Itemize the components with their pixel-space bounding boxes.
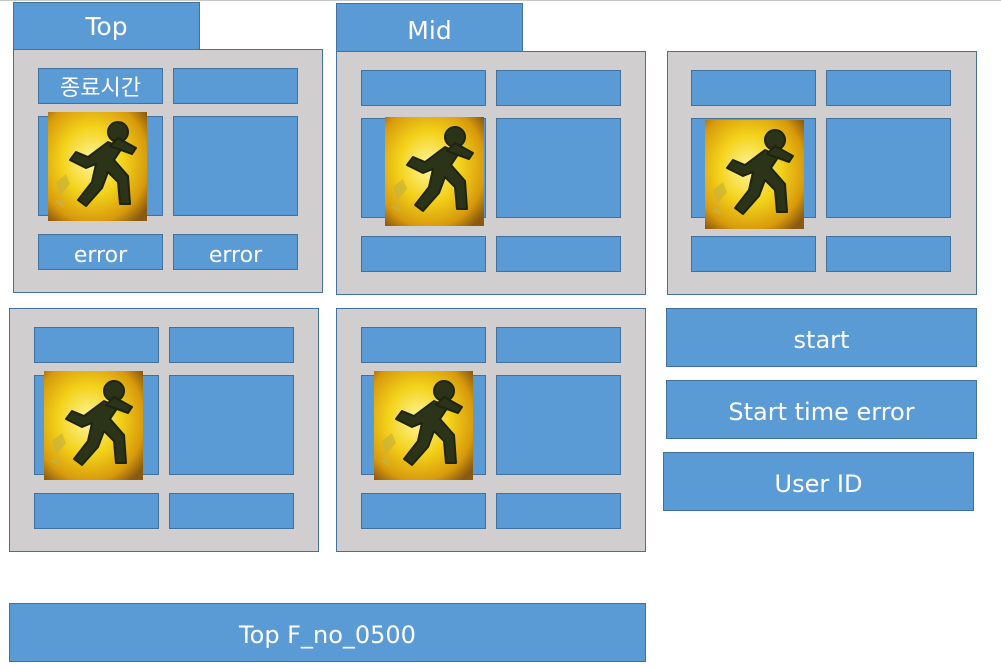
bl-cell-4 [169,493,294,529]
right-cell-3 [691,236,816,272]
right-cell-2 [826,70,951,106]
right-info-slot [826,118,951,218]
right-cell-4 [826,236,951,272]
bm-cell-1 [361,327,486,363]
bm-cell-4 [496,493,621,529]
running-figure-icon [44,371,143,480]
error-value-left: error [38,234,163,270]
status-bar[interactable]: Top F_no_0500 [9,603,646,662]
info-slot [173,116,298,216]
end-time-value [173,68,298,104]
bm-cell-3 [361,493,486,529]
panel-right [667,51,977,295]
running-figure-icon [385,117,484,226]
mid-cell-3 [361,236,486,272]
top-divider [0,0,1001,1]
panel-mid [336,51,646,295]
mid-cell-2 [496,70,621,106]
bl-cell-3 [34,493,159,529]
bm-cell-2 [496,327,621,363]
running-figure-icon [374,371,473,480]
bm-info-slot [496,375,621,475]
error-value-right: error [173,234,298,270]
start-time-error-button[interactable]: Start time error [666,380,977,439]
mid-info-slot [496,118,621,218]
mid-cell-1 [361,70,486,106]
user-id-field[interactable]: User ID [663,452,974,511]
bl-info-slot [169,375,294,475]
tab-top[interactable]: Top [13,2,200,50]
mid-cell-4 [496,236,621,272]
tab-mid[interactable]: Mid [336,3,523,53]
bl-cell-2 [169,327,294,363]
bl-cell-1 [34,327,159,363]
running-figure-icon [48,112,147,221]
start-button[interactable]: start [666,308,977,367]
end-time-label: 종료시간 [38,68,163,104]
right-cell-1 [691,70,816,106]
running-figure-icon [705,120,804,229]
